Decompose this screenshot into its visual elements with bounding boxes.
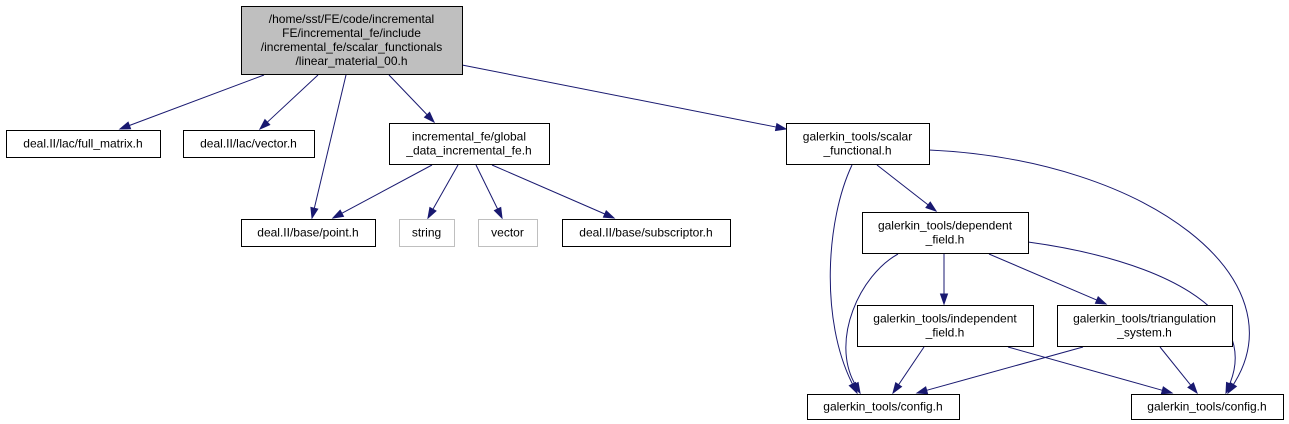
edge-global_data-to-subscriptor (491, 164, 616, 219)
node-label-line: string (412, 226, 441, 240)
node-full-matrix[interactable]: deal.II/lac/full_matrix.h (6, 130, 161, 158)
node-label-line: deal.II/lac/vector.h (200, 137, 297, 151)
node-label-line: _functional.h (822, 144, 891, 158)
node-config-b[interactable]: galerkin_tools/config.h (1131, 394, 1284, 420)
edge-global_data-to-string (427, 164, 459, 220)
node-box (389, 123, 550, 165)
node-label-line: incremental_fe/global (412, 130, 526, 144)
edge-root-to-point (310, 74, 347, 220)
edges-layer (118, 64, 1250, 395)
edge-dependent_field-to-config_a (845, 253, 899, 395)
node-box (241, 6, 463, 75)
edge-independent_field-to-config_b (1007, 346, 1174, 395)
node-box (183, 130, 315, 158)
edge-dependent_field-to-independent_field (939, 254, 949, 306)
node-label-line: galerkin_tools/config.h (1147, 400, 1266, 414)
node-label-line: deal.II/base/point.h (257, 226, 358, 240)
edge-scalar_functional-to-config_b (928, 149, 1250, 395)
edge-root-to-vector_h (258, 74, 319, 131)
edge-scalar_functional-to-config_a (829, 164, 858, 395)
node-label-line: vector (491, 226, 524, 240)
node-label-line: _data_incremental_fe.h (405, 144, 531, 158)
node-box (1131, 394, 1284, 420)
node-box (1057, 305, 1233, 347)
edge-global_data-to-vector_std (475, 164, 503, 220)
edge-dependent_field-to-triangulation_system (988, 253, 1108, 305)
node-dependent-field[interactable]: galerkin_tools/dependent_field.h (862, 212, 1029, 254)
edge-triangulation_system-to-config_a (915, 346, 1084, 395)
node-box (399, 219, 455, 247)
node-string[interactable]: string (399, 219, 455, 247)
node-label-line: _system.h (1116, 326, 1172, 340)
edge-root-to-scalar_functional (461, 64, 788, 132)
node-vector-h[interactable]: deal.II/lac/vector.h (183, 130, 315, 158)
node-label-line: galerkin_tools/dependent (878, 219, 1013, 233)
node-label-line: deal.II/base/subscriptor.h (579, 226, 712, 240)
node-box (807, 394, 960, 420)
node-point[interactable]: deal.II/base/point.h (241, 219, 376, 247)
node-label-line: /linear_material_00.h (295, 54, 407, 68)
node-label-line: /incremental_fe/scalar_functionals (261, 40, 442, 54)
node-box (562, 219, 731, 247)
node-box (862, 212, 1029, 254)
node-label-line: galerkin_tools/independent (873, 312, 1017, 326)
node-label-line: galerkin_tools/triangulation (1073, 312, 1216, 326)
node-label-line: galerkin_tools/scalar (803, 130, 912, 144)
node-label-line: _field.h (925, 326, 965, 340)
edge-triangulation_system-to-config_b (1159, 346, 1198, 395)
node-box (6, 130, 161, 158)
node-label-line: FE/incremental_fe/include (282, 26, 421, 40)
edge-root-to-global_data (388, 74, 436, 124)
edge-independent_field-to-config_a (892, 346, 925, 395)
edge-scalar_functional-to-dependent_field (876, 164, 938, 212)
nodes-layer: /home/sst/FE/code/incrementalFE/incremen… (6, 6, 1284, 420)
node-box (786, 123, 930, 165)
node-label-line: /home/sst/FE/code/incremental (269, 12, 434, 26)
node-label-line: _field.h (925, 233, 965, 247)
node-triangulation-system[interactable]: galerkin_tools/triangulation_system.h (1057, 305, 1233, 347)
node-global-data[interactable]: incremental_fe/global_data_incremental_f… (389, 123, 550, 165)
node-config-a[interactable]: galerkin_tools/config.h (807, 394, 960, 420)
node-box (478, 219, 538, 247)
node-label-line: deal.II/lac/full_matrix.h (23, 137, 142, 151)
node-box (241, 219, 376, 247)
node-subscriptor[interactable]: deal.II/base/subscriptor.h (562, 219, 731, 247)
node-scalar-functional[interactable]: galerkin_tools/scalar_functional.h (786, 123, 930, 165)
edge-root-to-full_matrix (118, 74, 265, 130)
node-independent-field[interactable]: galerkin_tools/independent_field.h (857, 305, 1034, 347)
node-box (857, 305, 1034, 347)
node-label-line: galerkin_tools/config.h (823, 400, 942, 414)
node-root[interactable]: /home/sst/FE/code/incrementalFE/incremen… (241, 6, 463, 75)
edge-global_data-to-point (331, 164, 433, 219)
edge-dependent_field-to-config_b (1027, 241, 1236, 395)
node-vector-std[interactable]: vector (478, 219, 538, 247)
